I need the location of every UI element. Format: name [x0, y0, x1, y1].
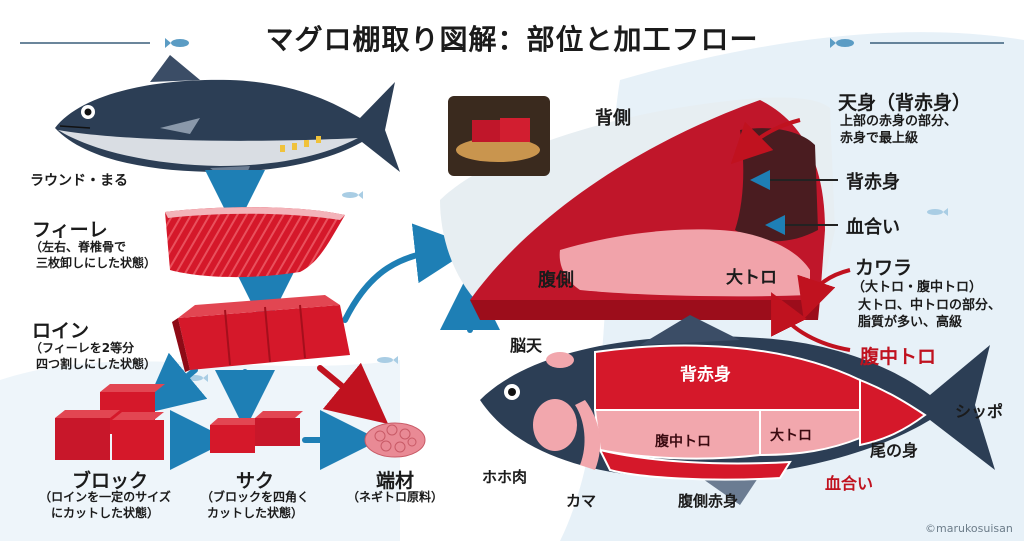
flow-arrow-loin-to-hazai [317, 362, 389, 425]
harachu-callout-label: 腹中トロ [860, 346, 937, 368]
page-title: マグロ棚取り図解：部位と加工フロー [265, 23, 759, 56]
saku-note-1: （ブロックを四角く [200, 490, 309, 504]
block-note-2: にカットした状態） [50, 506, 159, 520]
kawara-note-2: 脂質が多い、高級 [858, 315, 963, 330]
tenmi-label: 天身（背赤身） [838, 92, 972, 114]
tenmi-note-1: 上部の赤身の部分、 [840, 114, 958, 129]
kawara-sub: （大トロ・腹中トロ） [852, 280, 983, 295]
fillet-note-2: 三枚卸しにした状態） [36, 256, 157, 270]
back-side-label: 背側 [595, 108, 631, 129]
part-noten: 脳天 [510, 336, 543, 355]
section-ootoro-label: 大トロ [726, 268, 777, 288]
part-ootoro: 大トロ [770, 428, 812, 444]
hazai-note: （ネギトロ原料） [346, 490, 443, 504]
belly-side-label: 腹側 [538, 270, 574, 291]
block-label: ブロック [71, 470, 148, 492]
small-fish-icon [165, 38, 189, 48]
tenmi-note-2: 赤身で最上級 [840, 131, 919, 146]
part-kama: カマ [566, 492, 597, 510]
loin-note-2: 四つ割しにした状態） [36, 357, 157, 371]
part-hara-akami: 腹側赤身 [678, 492, 739, 510]
part-seaka: 背赤身 [680, 365, 731, 385]
loin-note-1: （フィーレを2等分 [30, 341, 135, 355]
part-harachu: 腹中トロ [655, 434, 711, 450]
sashimi-photo-inset [448, 96, 550, 176]
fillet-illustration [165, 207, 345, 278]
hazai-label: 端材 [375, 470, 414, 492]
block-note-1: （ロインを一定のサイズ [39, 490, 171, 504]
section-seaka-label: 背赤身 [846, 172, 900, 193]
part-chiai: 血合い [825, 474, 874, 493]
kawara-note-1: 大トロ、中トロの部分、 [858, 298, 1002, 313]
saku-illustration [210, 411, 303, 453]
whole-tuna-illustration [55, 55, 400, 190]
credit: ©marukosuisan [925, 522, 1013, 535]
flow-arrow-loin-to-block [141, 352, 208, 415]
part-onomi: 尾の身 [870, 441, 919, 460]
fillet-note-1: （左右、脊椎骨で [30, 240, 127, 254]
fillet-label: フィーレ [32, 219, 108, 241]
loin-label: ロイン [32, 320, 90, 342]
part-shippo: シッポ [955, 402, 1004, 421]
kawara-label: カワラ [855, 257, 913, 279]
saku-label: サク [235, 470, 274, 492]
hazai-illustration [364, 422, 426, 458]
section-chiai-label: 血合い [846, 217, 900, 238]
tuna-parts-map [480, 315, 995, 505]
round-label: ラウンド・まる [30, 173, 128, 189]
loin-illustration [172, 295, 350, 372]
block-illustration [55, 384, 165, 460]
small-fish-icon [830, 38, 854, 48]
saku-note-2: カットした状態） [206, 506, 303, 520]
part-hohoniku: ホホ肉 [482, 468, 528, 486]
flow-arrow-loin-to-section [342, 223, 475, 323]
